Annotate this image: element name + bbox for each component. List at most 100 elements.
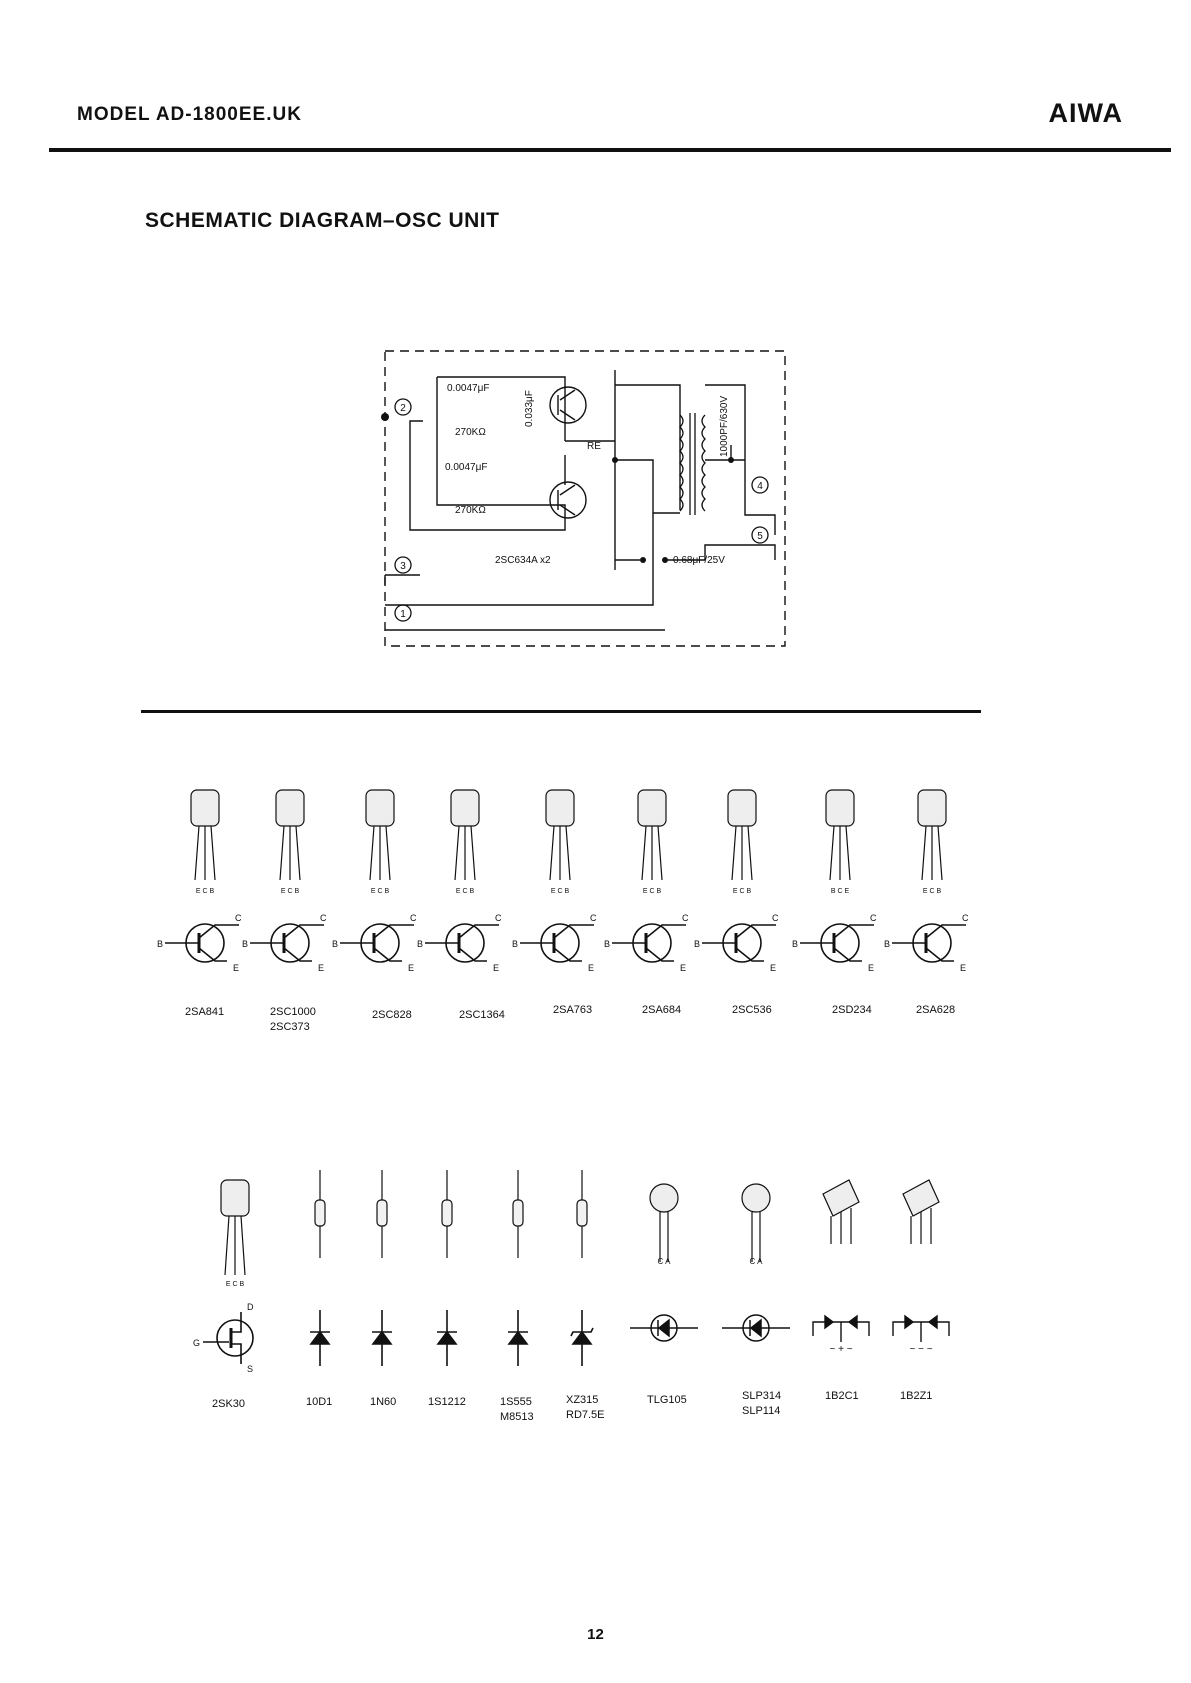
collector-letter: C <box>962 913 969 923</box>
diode-symbol <box>507 1310 529 1366</box>
pin-labels: E C B <box>733 888 752 895</box>
re-label: RE <box>587 441 601 452</box>
bridge-marks: ~ + ~ <box>829 1344 852 1355</box>
emitter-letter: E <box>588 963 594 973</box>
package-leads <box>194 825 216 881</box>
emitter-letter: E <box>960 963 966 973</box>
package-leads <box>279 825 301 881</box>
transistor-package <box>917 789 947 881</box>
diode-package <box>441 1170 453 1258</box>
package-body <box>917 789 947 827</box>
bridge-package <box>822 1179 860 1244</box>
device-part-label: 1S1212 <box>428 1396 466 1408</box>
pin-labels: C A <box>658 1257 672 1266</box>
device-part-label: 10D1 <box>306 1396 333 1408</box>
device-part-label: 1B2Z1 <box>900 1390 933 1402</box>
transistor-part-label: 2SA628 <box>916 1004 956 1016</box>
pin-labels: B C E <box>831 888 850 895</box>
package-leads <box>731 825 753 881</box>
base-letter: B <box>512 939 518 949</box>
transistor-part-label: 2SC1364 <box>459 1009 505 1021</box>
package-leads <box>549 825 571 881</box>
bridge-marks: ~ − ~ <box>909 1344 932 1355</box>
package-leads <box>641 825 663 881</box>
unit-outline <box>384 350 786 647</box>
transistor-symbol <box>340 923 414 963</box>
transistor-package <box>275 789 305 881</box>
transistor-package <box>365 789 395 881</box>
led-symbol <box>722 1314 790 1342</box>
package-body <box>275 789 305 827</box>
transistor-part-label: 2SA763 <box>553 1004 593 1016</box>
cap-top-label: 0.0047μF <box>447 383 489 394</box>
emitter-letter: E <box>868 963 874 973</box>
transistor-package <box>825 789 855 881</box>
emitter-letter: E <box>493 963 499 973</box>
terminal-4: 4 <box>757 481 763 492</box>
base-letter: B <box>884 939 890 949</box>
pin-labels: E C B <box>923 888 942 895</box>
device-part-label: 1N60 <box>370 1396 397 1408</box>
diode-package <box>376 1170 388 1258</box>
pin-labels: E C B <box>551 888 570 895</box>
bridge-symbol <box>812 1314 870 1342</box>
collector-letter: C <box>235 913 242 923</box>
transistor-package <box>545 789 575 881</box>
transistor-part-label: 2SC536 <box>732 1004 772 1016</box>
transistor-symbol <box>520 923 594 963</box>
diode-symbol <box>436 1310 458 1366</box>
diode-symbol <box>371 1310 393 1366</box>
led-symbol <box>630 1314 698 1342</box>
section-title: SCHEMATIC DIAGRAM–OSC UNIT <box>145 209 500 232</box>
transistor-symbol <box>800 923 874 963</box>
res-bot-label: 270KΩ <box>455 505 486 516</box>
transistor-part-label: 2SC828 <box>372 1009 412 1021</box>
page-number: 12 <box>587 1626 604 1643</box>
transistor-symbol <box>612 923 686 963</box>
emitter-letter: E <box>408 963 414 973</box>
pin-labels: E C B <box>281 888 300 895</box>
cap-mid-label: 0.0047μF <box>445 462 487 473</box>
gate-letter: G <box>193 1338 200 1348</box>
transistor-symbol <box>425 923 499 963</box>
package-body <box>450 789 480 827</box>
pin-labels: E C B <box>196 888 215 895</box>
drain-letter: D <box>247 1302 254 1312</box>
package-leads <box>829 825 851 881</box>
base-letter: B <box>417 939 423 949</box>
diode-package <box>314 1170 326 1258</box>
terminal-5: 5 <box>757 531 763 542</box>
base-letter: B <box>332 939 338 949</box>
res-top-label: 270KΩ <box>455 427 486 438</box>
transistor-package <box>190 789 220 881</box>
section-rule <box>141 710 981 713</box>
package-body <box>190 789 220 827</box>
base-letter: B <box>792 939 798 949</box>
header-rule <box>49 148 1171 152</box>
collector-letter: C <box>320 913 327 923</box>
cap-vert-label: 0.033μF <box>524 390 535 427</box>
model-number: MODEL AD-1800EE.UK <box>77 104 302 125</box>
terminal-2: 2 <box>400 403 406 414</box>
package-body <box>545 789 575 827</box>
transistor-part-label: 2SA684 <box>642 1004 682 1016</box>
brand-logo: AIWA <box>1048 98 1123 128</box>
source-letter: S <box>247 1364 253 1374</box>
diode-symbol <box>309 1310 331 1366</box>
diode-package <box>512 1170 524 1258</box>
osc-wiring <box>409 376 566 531</box>
collector-letter: C <box>495 913 502 923</box>
collector-letter: C <box>590 913 597 923</box>
bridge-symbol <box>892 1314 950 1342</box>
collector-letter: C <box>870 913 877 923</box>
package-leads <box>454 825 476 881</box>
cap-out-label: 0.68μF/25V <box>673 555 725 566</box>
zener-package <box>576 1170 588 1258</box>
emitter-letter: E <box>770 963 776 973</box>
device-part-label: 1B2C1 <box>825 1390 859 1402</box>
zener-symbol <box>570 1310 594 1366</box>
